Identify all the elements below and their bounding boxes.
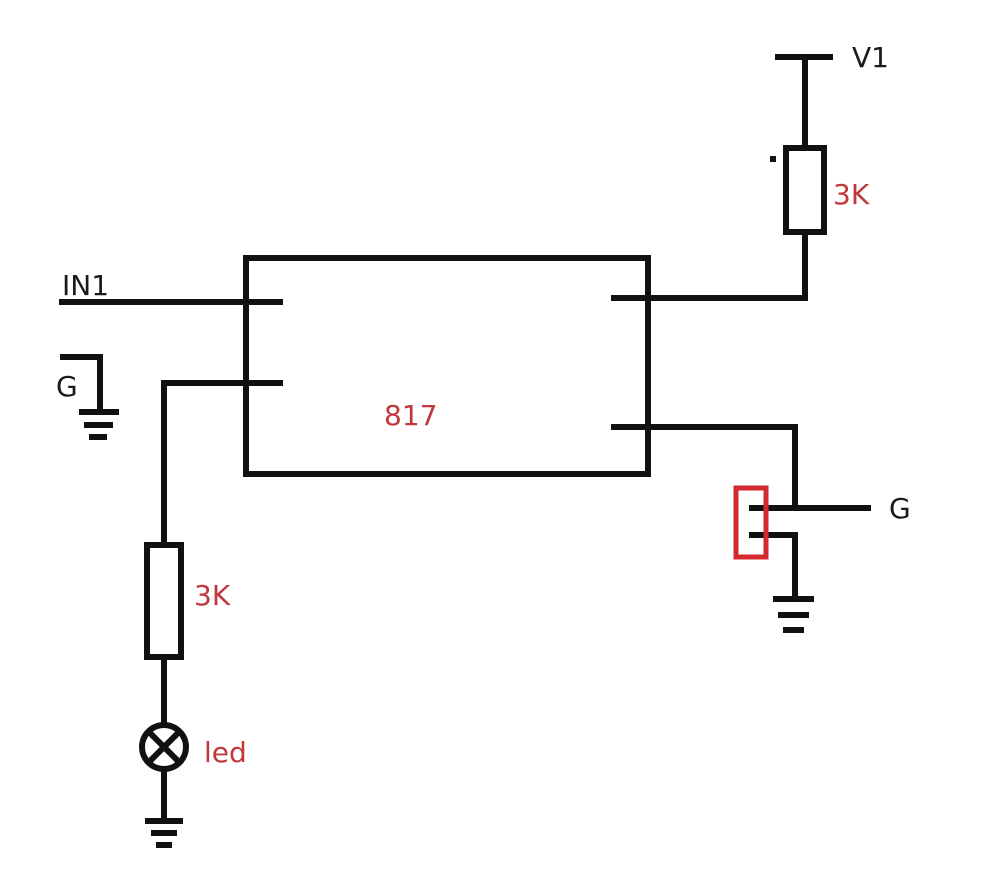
- r-top-label: 3K: [833, 178, 870, 211]
- pin2-wire: [161, 380, 249, 548]
- g-left-label: G: [56, 370, 78, 403]
- ground-icon-led: [145, 818, 183, 848]
- led-label: led: [204, 736, 247, 769]
- jumper-ground-wire: [749, 532, 798, 599]
- jumper-highlight-box: [733, 485, 769, 560]
- r-left-label: 3K: [194, 579, 231, 612]
- resistor-left-symbol: [144, 542, 184, 660]
- ground-icon-right: [773, 596, 814, 633]
- optocoupler-817-body: [243, 255, 651, 477]
- resistor-top-dot: [770, 156, 776, 162]
- led-lamp-icon: [139, 722, 189, 772]
- v1-label: V1: [852, 41, 889, 74]
- chip-label: 817: [384, 399, 437, 432]
- g-right-label: G: [889, 492, 911, 525]
- resistor-top-symbol: [783, 145, 827, 235]
- in1-label: IN1: [62, 269, 109, 302]
- ground-icon-left: [60, 354, 119, 440]
- pin3-wire: [645, 424, 798, 511]
- pin4-wire: [645, 229, 808, 301]
